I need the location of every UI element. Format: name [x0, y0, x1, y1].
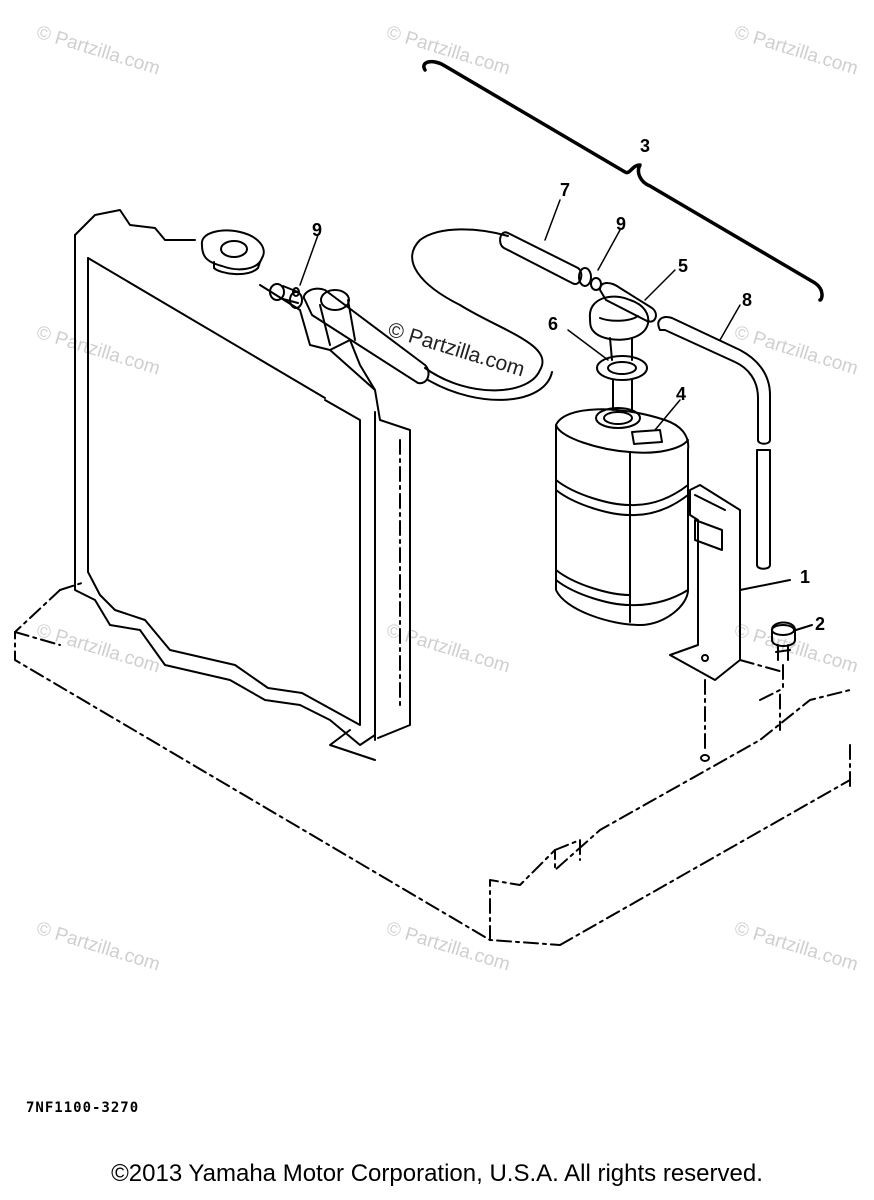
callout-9-tank: 9 — [616, 214, 626, 234]
filler-neck — [269, 283, 430, 385]
leader-lines — [299, 199, 741, 431]
hose-clamp-9-radiator — [289, 287, 303, 309]
hose-8 — [657, 316, 771, 570]
bolt-2 — [771, 621, 813, 661]
hose-clamp-9-tank — [578, 267, 602, 291]
overflow-hose-loop — [411, 228, 553, 401]
hose-7 — [499, 231, 583, 285]
copyright-notice: ©2013 Yamaha Motor Corporation, U.S.A. A… — [111, 1160, 763, 1187]
callout-1: 1 — [800, 567, 810, 587]
mounting-guide — [704, 659, 784, 751]
callout-8: 8 — [742, 290, 752, 310]
group-3-brace — [422, 59, 824, 302]
base-plate — [14, 581, 851, 946]
callout-7: 7 — [560, 180, 570, 200]
callout-4: 4 — [676, 384, 686, 404]
callout-9-radiator: 9 — [312, 220, 322, 240]
radiator-cap — [200, 229, 265, 275]
tank-cap-5 — [588, 282, 657, 341]
radiator — [74, 209, 411, 761]
gasket-6 — [596, 337, 648, 411]
callout-5: 5 — [678, 256, 688, 276]
diagram-code: 7NF1100-3270 — [26, 1100, 140, 1116]
reservoir-tank-4 — [555, 407, 690, 626]
bracket-1 — [669, 484, 791, 681]
mount-hole — [700, 754, 710, 762]
callout-3: 3 — [640, 136, 650, 156]
callout-2: 2 — [815, 614, 825, 634]
callout-6: 6 — [548, 314, 558, 334]
